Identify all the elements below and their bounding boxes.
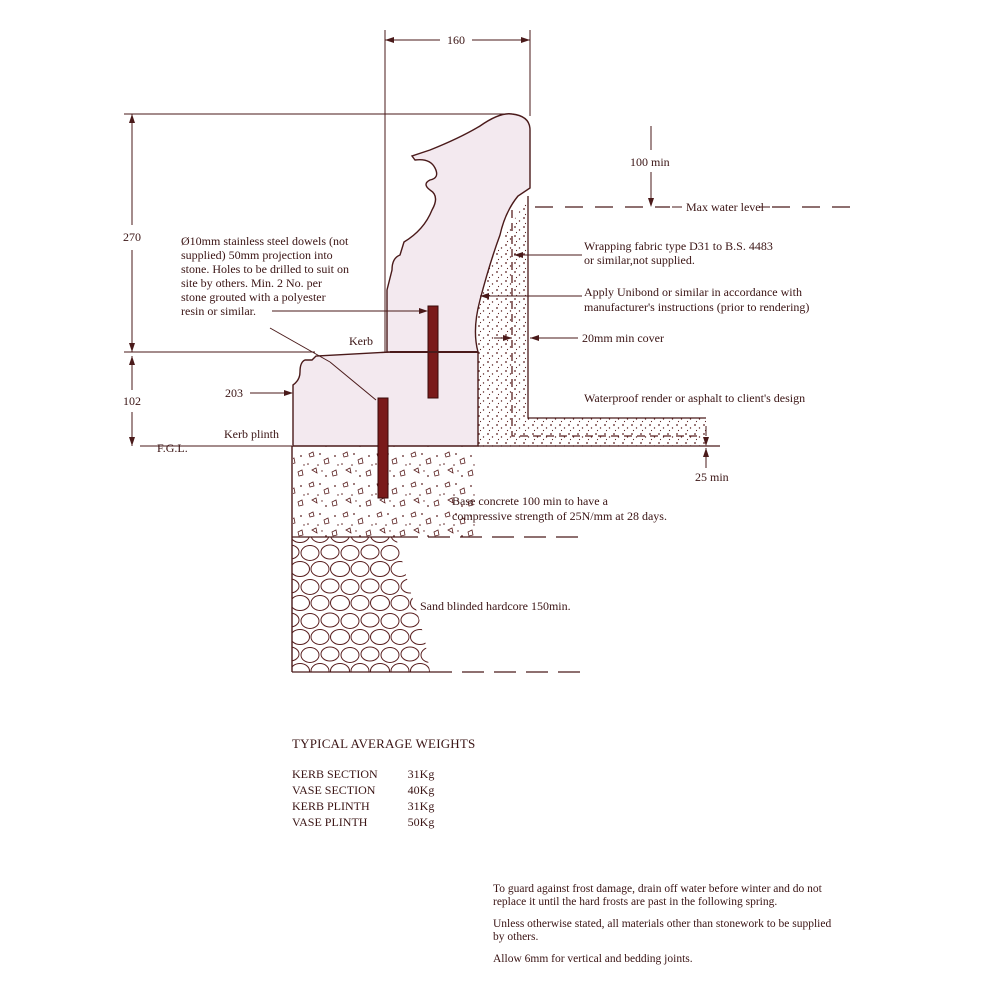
dowel-note-line-3: stone. Holes to be drilled to suit on [181, 262, 349, 276]
dowel-note-line-2: supplied) 50mm projection into [181, 248, 333, 262]
dim-102-label: 102 [123, 394, 141, 408]
dimension-102: 102 [123, 356, 141, 446]
dowel-note-line-1: Ø10mm stainless steel dowels (not [181, 234, 349, 248]
dowel-note-line-5: stone grouted with a polyester [181, 290, 326, 304]
weights-table-block: TYPICAL AVERAGE WEIGHTS KERB SECTION 31K… [292, 736, 475, 830]
weights-title: TYPICAL AVERAGE WEIGHTS [292, 736, 476, 751]
kerb-label: Kerb [349, 334, 373, 348]
cover-note: 20mm min cover [494, 331, 664, 345]
general-notes: To guard against frost damage, drain off… [493, 883, 833, 975]
dowel-note-line-6: resin or similar. [181, 304, 256, 318]
dimension-25-min: 25 min [695, 426, 729, 484]
base-concrete-line-2: compressive strength of 25N/mm at 28 day… [452, 509, 667, 523]
weight-value: 50Kg [407, 815, 435, 829]
unibond-note-line-2: manufacturer's instructions (prior to re… [584, 300, 809, 314]
unibond-note: Apply Unibond or similar in accordance w… [480, 285, 809, 314]
note-joints: Allow 6mm for vertical and bedding joint… [493, 953, 693, 965]
table-row: KERB PLINTH 31Kg [292, 798, 434, 814]
hardcore-label: Sand blinded hardcore 150min. [420, 599, 571, 613]
weight-value: 31Kg [407, 767, 435, 781]
render-layer [478, 197, 706, 448]
dim-160-label: 160 [447, 33, 465, 47]
max-water-level-label: Max water level [686, 200, 765, 214]
render-note-label: Waterproof render or asphalt to client's… [584, 391, 805, 405]
dim-203-label: 203 [225, 386, 243, 400]
dimension-203: 203 [225, 386, 293, 400]
dimension-100-min: 100 min [630, 126, 670, 207]
table-row: KERB SECTION 31Kg [292, 766, 434, 782]
table-row: VASE SECTION 40Kg [292, 782, 434, 798]
fabric-note-line-2: or similar,not supplied. [584, 253, 695, 267]
weight-name: KERB PLINTH [292, 799, 370, 813]
weight-name: VASE SECTION [292, 783, 376, 797]
unibond-note-line-1: Apply Unibond or similar in accordance w… [584, 285, 802, 299]
fgl-label: F.G.L. [157, 441, 188, 455]
note-frost: To guard against frost damage, drain off… [493, 883, 822, 908]
cover-note-label: 20mm min cover [582, 331, 664, 345]
dim-25-min-label: 25 min [695, 470, 729, 484]
wrapping-fabric [511, 210, 700, 437]
dowel-note: Ø10mm stainless steel dowels (not suppli… [181, 234, 428, 401]
weight-name: KERB SECTION [292, 767, 378, 781]
fabric-note-line-1: Wrapping fabric type D31 to B.S. 4483 [584, 239, 773, 253]
kerb-stone [386, 113, 531, 353]
base-concrete-line-1: Base concrete 100 min to have a [452, 494, 609, 508]
weight-name: VASE PLINTH [292, 815, 368, 829]
dowel-lower [377, 397, 389, 499]
weights-table: KERB SECTION 31Kg VASE SECTION 40Kg KERB… [292, 766, 434, 830]
weight-value: 31Kg [407, 799, 435, 813]
dowel-note-line-4: site by others. Min. 2 No. per [181, 276, 322, 290]
hardcore-layer [292, 537, 430, 672]
table-row: VASE PLINTH 50Kg [292, 814, 434, 830]
dimension-160: 160 [384, 30, 531, 352]
kerb-plinth-label: Kerb plinth [224, 427, 279, 441]
dim-270-label: 270 [123, 230, 141, 244]
dimension-270: 270 [123, 113, 505, 353]
dim-100-min-label: 100 min [630, 155, 670, 169]
weight-value: 40Kg [407, 783, 435, 797]
fabric-note: Wrapping fabric type D31 to B.S. 4483 or… [514, 239, 773, 267]
note-materials: Unless otherwise stated, all materials o… [493, 918, 832, 943]
